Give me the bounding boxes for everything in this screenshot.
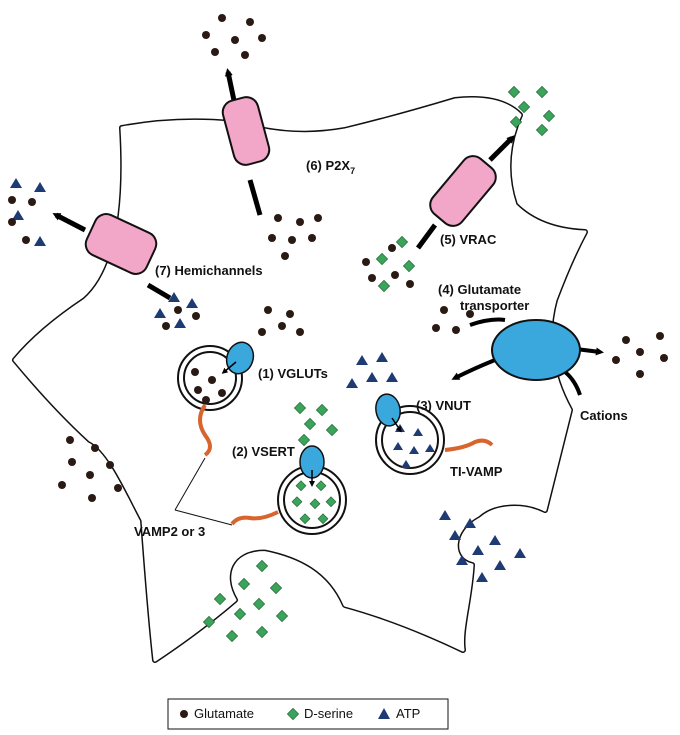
atp-release-pocket-right bbox=[439, 510, 526, 582]
vamp-pointer-lines bbox=[174, 457, 233, 526]
p2x7-channel bbox=[221, 68, 271, 216]
p2x7-label: (6) P2X7 bbox=[306, 158, 355, 176]
vrac-extracellular-d-serine bbox=[507, 85, 556, 137]
hemichannel-extracellular-mix bbox=[8, 178, 46, 246]
vamp23-label: VAMP2 or 3 bbox=[134, 524, 205, 539]
cations-label: Cations bbox=[580, 408, 628, 423]
ti-vamp-label: TI-VAMP bbox=[450, 464, 503, 479]
glutamate-transporter bbox=[451, 317, 604, 396]
vsert-vesicle bbox=[230, 445, 347, 535]
glutamate-release-pocket-left bbox=[58, 436, 122, 502]
legend-atp-label: ATP bbox=[396, 706, 420, 721]
legend-glutamate-label: Glutamate bbox=[194, 706, 254, 721]
glutamate-dot-icon bbox=[180, 710, 188, 718]
vnut-vesicle bbox=[375, 393, 494, 475]
transporter-intracellular-glutamate bbox=[612, 332, 668, 378]
d-serine-release-pocket-bottom bbox=[202, 559, 289, 643]
p2x7-extracellular-glutamate bbox=[202, 14, 266, 59]
vsert-cytosolic-d-serine bbox=[293, 401, 339, 447]
p2x7-intracellular-glutamate bbox=[268, 214, 322, 260]
vnut-label: (3) VNUT bbox=[416, 398, 471, 413]
vglut-cytosolic-glutamate bbox=[258, 306, 304, 336]
transporter-extracellular-glutamate bbox=[432, 306, 474, 334]
legend: Glutamate D-serine ATP bbox=[167, 698, 449, 730]
vgluts-label: (1) VGLUTs bbox=[258, 366, 328, 381]
vnut-cytosolic-atp bbox=[346, 352, 398, 388]
legend-box bbox=[167, 698, 449, 730]
d-serine-diamond-icon bbox=[286, 707, 300, 721]
vsert-label: (2) VSERT bbox=[232, 444, 295, 459]
glutamate-transporter-label: (4) Glutamate transporter bbox=[438, 282, 529, 313]
vrac-intracellular-mix bbox=[362, 235, 416, 293]
vrac-label: (5) VRAC bbox=[440, 232, 497, 247]
vrac-channel bbox=[415, 135, 515, 250]
atp-triangle-icon bbox=[378, 708, 390, 719]
hemichannel-intracellular-mix bbox=[154, 292, 200, 330]
legend-d-serine-label: D-serine bbox=[304, 706, 353, 721]
hemichannels-label: (7) Hemichannels bbox=[155, 263, 263, 278]
vglut-vesicle bbox=[177, 341, 255, 457]
hemichannel bbox=[52, 212, 172, 301]
